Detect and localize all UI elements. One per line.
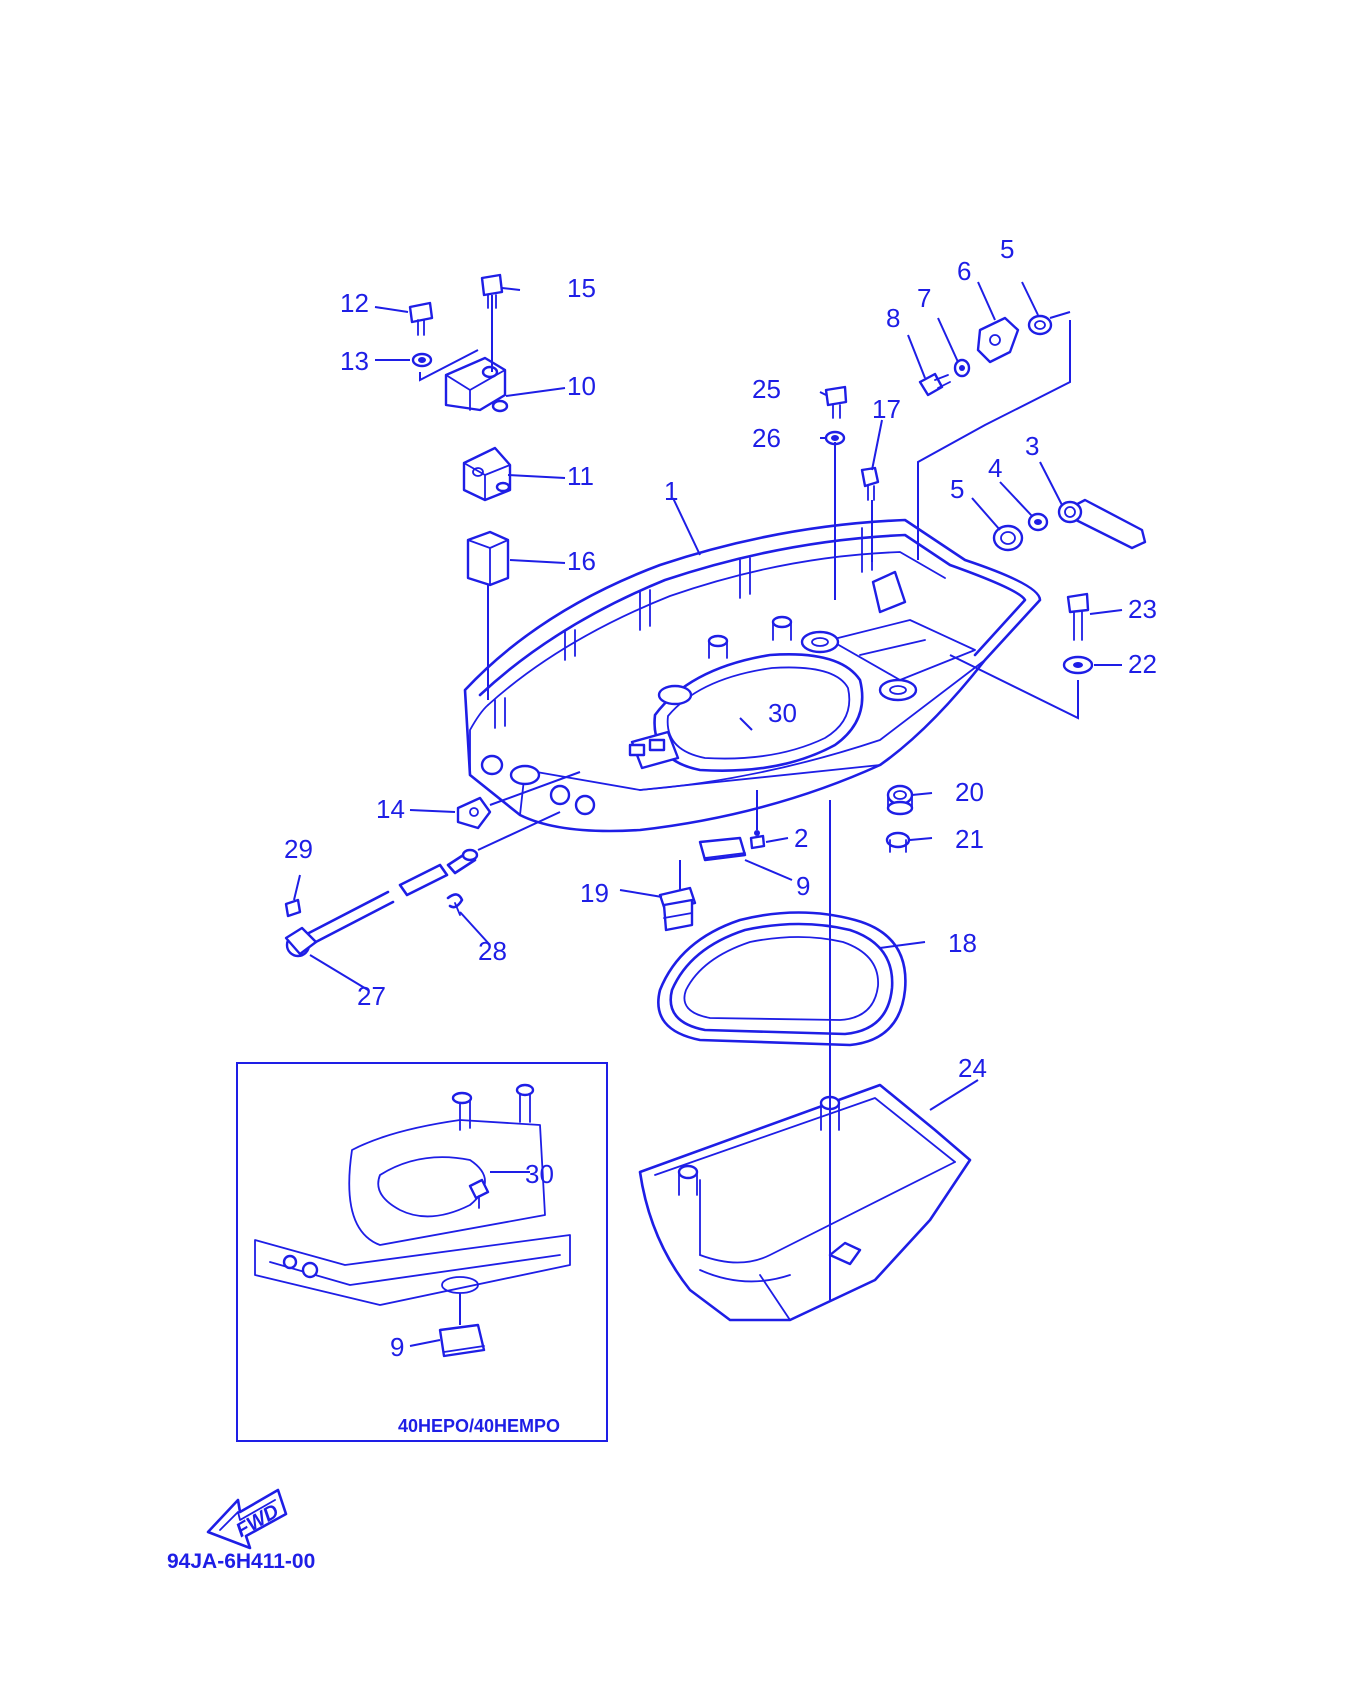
bushing-5-mid bbox=[992, 524, 1024, 552]
part-leaders-bottom bbox=[619, 717, 979, 1300]
washer-7 bbox=[953, 358, 971, 378]
callout-3: 3 bbox=[1025, 431, 1039, 461]
callout-27: 27 bbox=[357, 981, 386, 1011]
bushing-5-top bbox=[1027, 314, 1053, 336]
callout-20: 20 bbox=[955, 777, 984, 807]
plug-9 bbox=[698, 836, 747, 862]
callout-7: 7 bbox=[917, 283, 931, 313]
callout-29: 29 bbox=[284, 834, 313, 864]
screw-2 bbox=[749, 830, 766, 850]
fwd-arrow-icon bbox=[206, 1488, 288, 1550]
callout-5-mid: 5 bbox=[950, 474, 964, 504]
handle-3 bbox=[1057, 498, 1147, 550]
callout-30: 30 bbox=[768, 698, 797, 728]
callout-17: 17 bbox=[872, 394, 901, 424]
bolt-8 bbox=[918, 372, 951, 397]
bottom-cowling-part-1 bbox=[463, 497, 1042, 833]
tag-29 bbox=[284, 898, 302, 918]
callout-28: 28 bbox=[478, 936, 507, 966]
grommet-19 bbox=[658, 886, 697, 932]
drawing-code: 94JA-6H411-00 bbox=[167, 1550, 315, 1573]
callout-19: 19 bbox=[580, 878, 609, 908]
callout-15: 15 bbox=[567, 273, 596, 303]
part-leaders-right-top bbox=[819, 281, 1123, 720]
bolt-15 bbox=[480, 273, 504, 309]
inset-model-label: 40HEPO/40HEMPO bbox=[398, 1416, 560, 1436]
block-16 bbox=[466, 530, 510, 587]
tray-24 bbox=[638, 1083, 972, 1322]
bolt-23 bbox=[1066, 592, 1090, 641]
inset-detail bbox=[236, 1062, 608, 1442]
callout-1: 1 bbox=[664, 476, 678, 506]
callout-24: 24 bbox=[958, 1053, 987, 1083]
callout-26: 26 bbox=[752, 423, 781, 453]
callout-8: 8 bbox=[886, 303, 900, 333]
inset-callout-9: 9 bbox=[390, 1332, 404, 1362]
inset-callout-30: 30 bbox=[525, 1159, 554, 1189]
grommet-14 bbox=[456, 796, 492, 830]
callout-4: 4 bbox=[988, 453, 1002, 483]
part-leaders-left-top bbox=[374, 287, 566, 700]
callout-18: 18 bbox=[948, 928, 977, 958]
callout-14: 14 bbox=[376, 794, 405, 824]
callout-21: 21 bbox=[955, 824, 984, 854]
collar-21 bbox=[885, 831, 911, 853]
callout-13: 13 bbox=[340, 346, 369, 376]
callout-5-top: 5 bbox=[1000, 234, 1014, 264]
washer-22 bbox=[1062, 655, 1094, 675]
callout-10: 10 bbox=[567, 371, 596, 401]
callout-12: 12 bbox=[340, 288, 369, 318]
lever-6 bbox=[976, 316, 1020, 364]
callout-labels: 1 2 3 4 5 5 6 7 8 9 10 11 12 13 14 15 16… bbox=[167, 234, 1157, 1573]
clip-28 bbox=[446, 893, 464, 916]
callout-23: 23 bbox=[1128, 594, 1157, 624]
bolt-25 bbox=[824, 385, 848, 419]
grommet-20 bbox=[886, 784, 914, 816]
fitting-17 bbox=[860, 466, 880, 501]
part-leaders-left-bottom bbox=[293, 771, 581, 991]
callout-9: 9 bbox=[796, 871, 810, 901]
seal-18 bbox=[657, 911, 907, 1047]
washer-13 bbox=[411, 352, 433, 368]
bolt-12 bbox=[408, 301, 434, 336]
callout-16: 16 bbox=[567, 546, 596, 576]
washer-4 bbox=[1027, 512, 1049, 532]
bracket-11 bbox=[462, 446, 512, 502]
bracket-10 bbox=[444, 356, 509, 413]
callout-2: 2 bbox=[794, 823, 808, 853]
cable-27 bbox=[284, 848, 479, 958]
callout-22: 22 bbox=[1128, 649, 1157, 679]
callout-25: 25 bbox=[752, 374, 781, 404]
callout-6: 6 bbox=[957, 256, 971, 286]
callout-11: 11 bbox=[567, 461, 594, 491]
